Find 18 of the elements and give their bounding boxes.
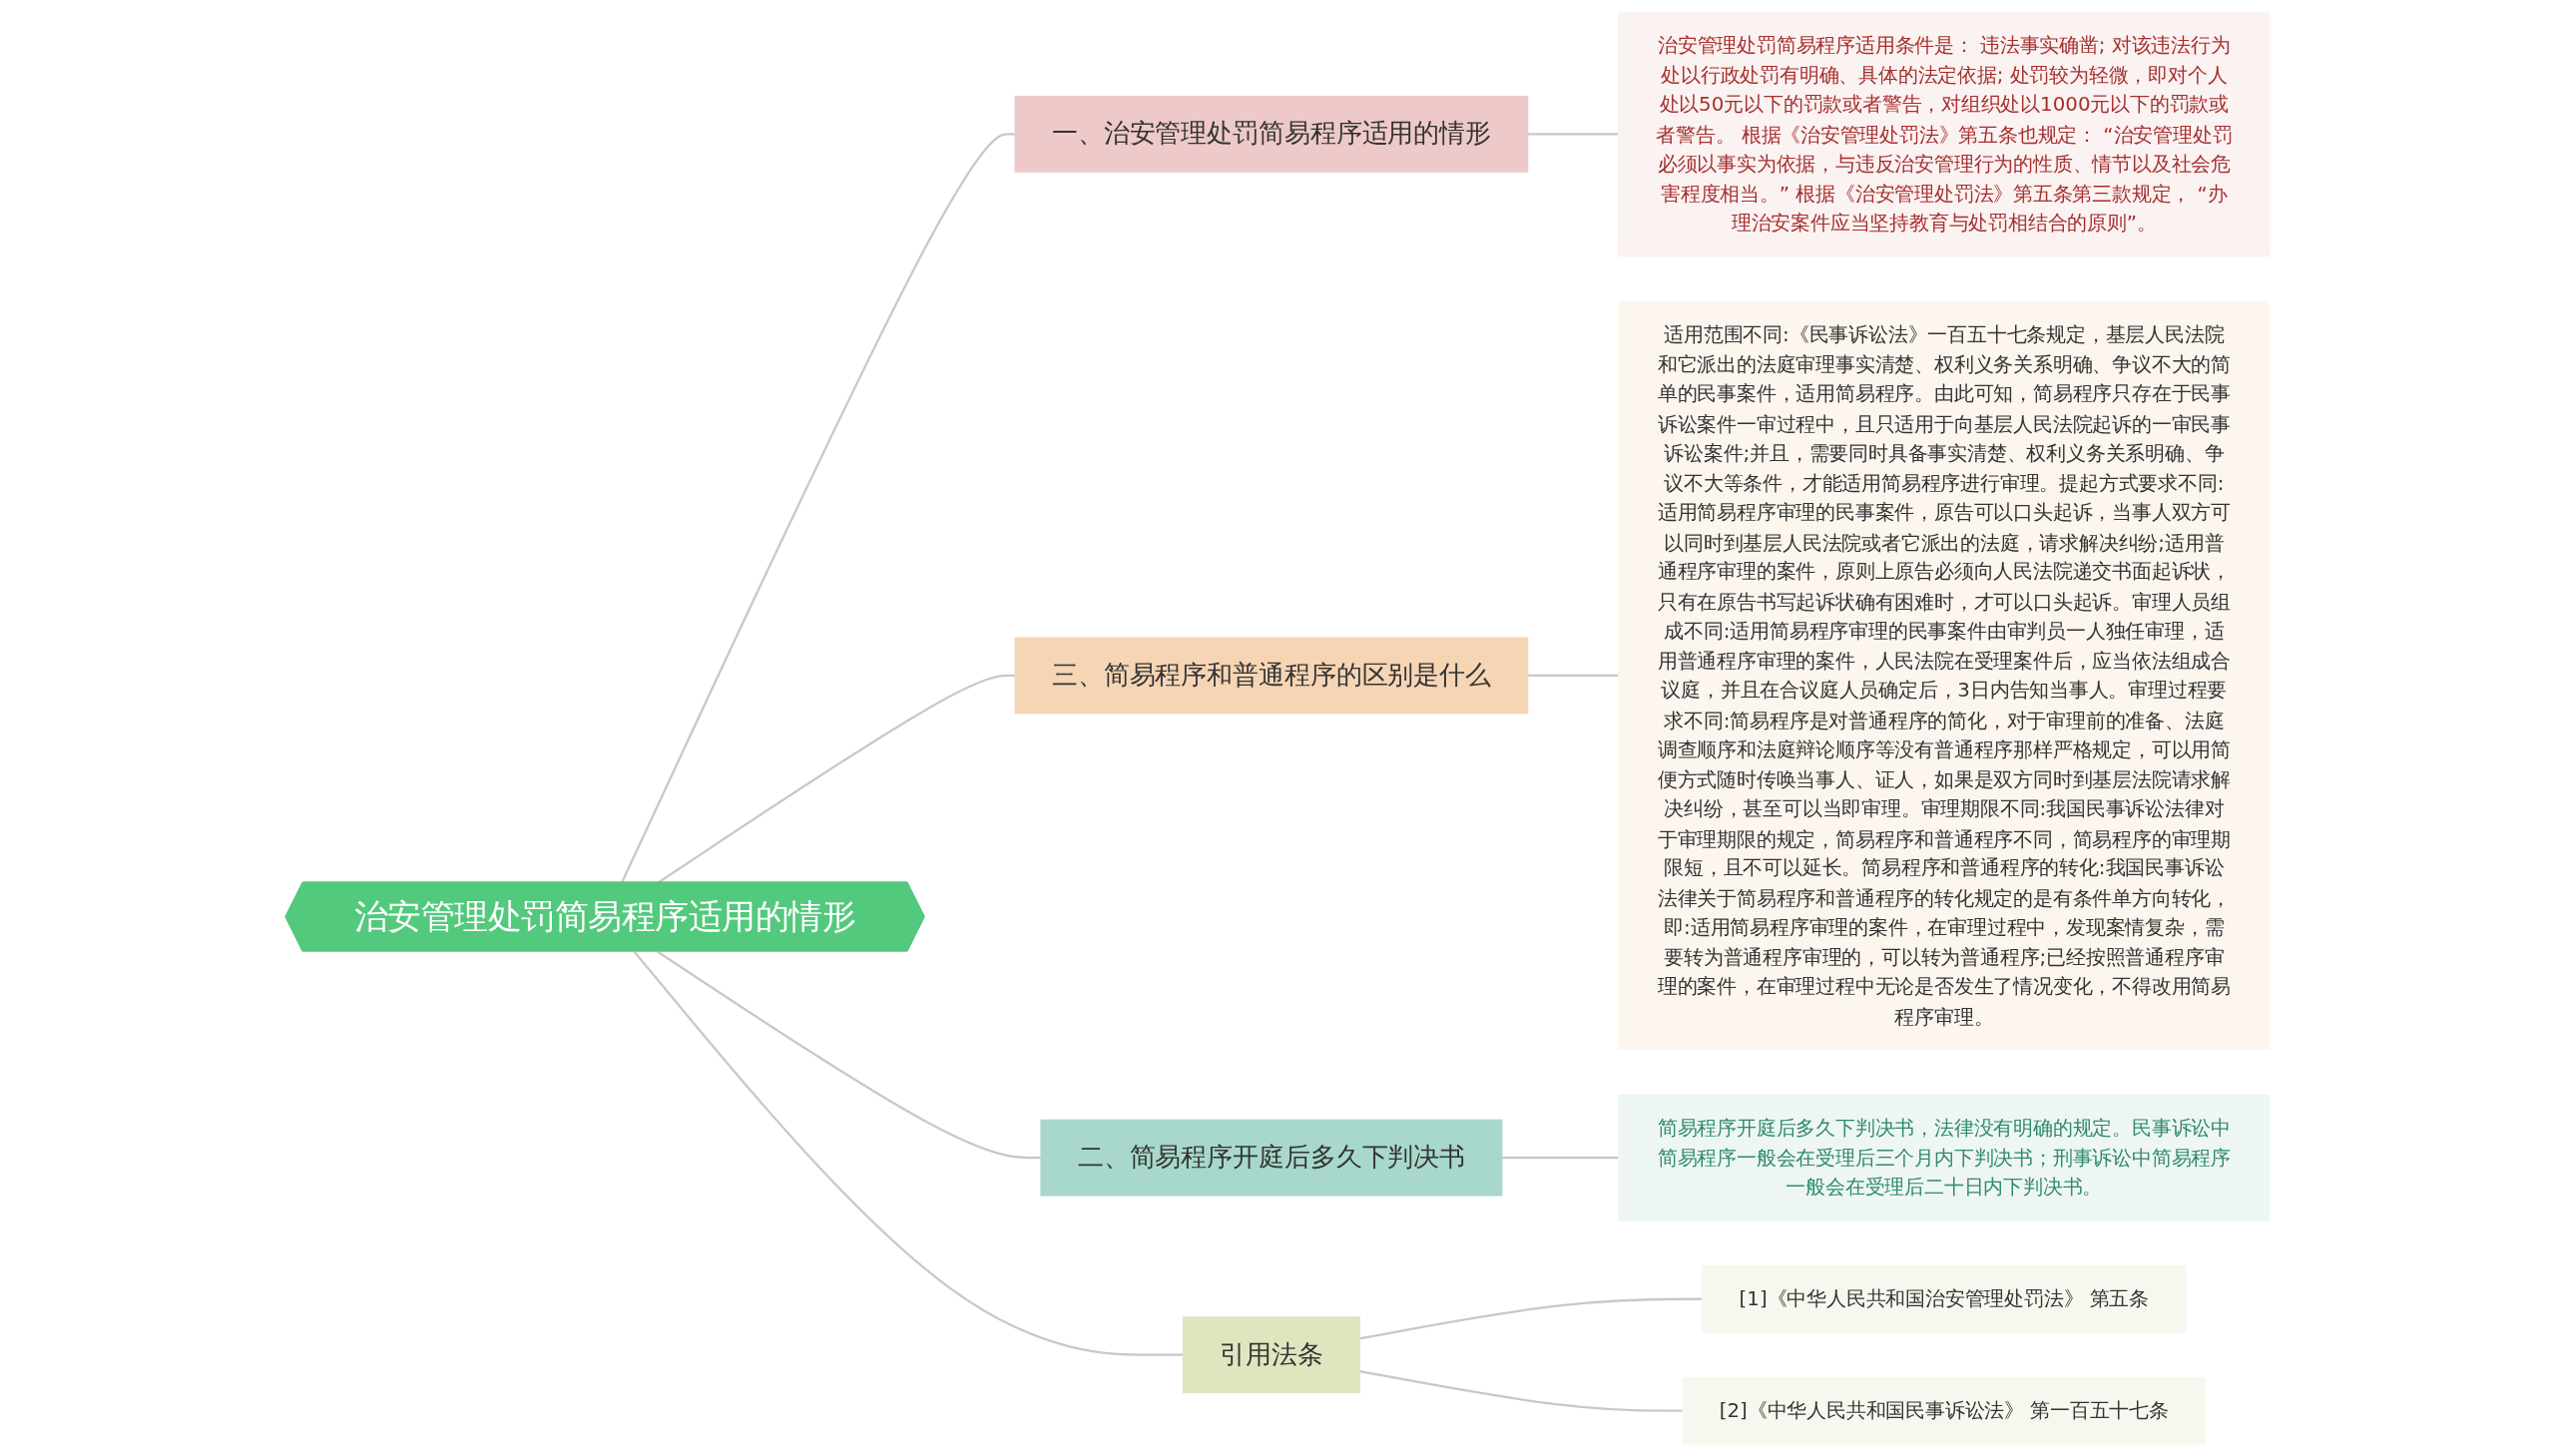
- connector: [1359, 1297, 1703, 1340]
- node-box: 二、简易程序开庭后多久下判决书: [1040, 1119, 1503, 1197]
- connector: [633, 950, 1184, 1356]
- node-box: 治安管理处罚简易程序适用条件是： 违法事实确凿; 对该违法行为处以行政处罚有明确、具体的法定依据; 处罚较为轻微，即对个人处以50元以下的罚款或者警告，对组织处以1000元以下的罚款或者警告。 根据《治安管理处罚法》第五条也规定： “治安管理处罚必须以事实为依据，与违反治安管理行为的性质、情节以及社会危害程度相当。” 根据《治安管理处罚法》第五条第三款规定， “办理治安案件应当坚持教育与处罚相结合的原则”。: [1618, 11, 2271, 257]
- node-box: 三、简易程序和普通程序的区别是什么: [1014, 637, 1529, 715]
- connector: [657, 674, 1016, 884]
- connector: [1501, 1156, 1619, 1160]
- connector: [620, 133, 1016, 884]
- node-box: 引用法条: [1182, 1316, 1360, 1394]
- node-box: [2]《中华人民共和国民事诉讼法》 第一百五十七条: [1682, 1376, 2207, 1445]
- node-box: 简易程序开庭后多久下判决书，法律没有明确的规定。民事诉讼中简易程序一般会在受理后三个月内下判决书；刑事诉讼中简易程序一般会在受理后二十日内下判决书。: [1618, 1094, 2271, 1221]
- node-box: [1]《中华人民共和国治安管理处罚法》 第五条: [1702, 1264, 2187, 1333]
- connector: [1527, 674, 1619, 678]
- node-box: 适用范围不同:《民事诉讼法》一百五十七条规定，基层人民法院和它派出的法庭审理事实清楚、权利义务关系明确、争议不大的简单的民事案件，适用简易程序。由此可知，简易程序只存在于民事诉讼案件一审过程中，且只适用于向基层人民法院起诉的一审民事诉讼案件;并且，需要同时具备事实清楚、权利义务关系明确、争议不大等条件，才能适用简易程序进行审理。提起方式要求不同:适用简易程序审理的民事案件，原告可以口头起诉，当事人双方可以同时到基层人民法院或者它派出的法庭，请求解决纠纷;适用普通程序审理的案件，原则上原告必须向人民法院递交书面起诉状，只有在原告书写起诉状确有困难时，才可以口头起诉。审理人员组成不同:适用简易程序审理的民事案件由审判员一人独任审理，适用普通程序审理的案件，人民法院在受理案件后，应当依法组成合议庭，并且在合议庭人员确定后，3日内告知当事人。审理过程要求不同:简易程序是对普通程序的简化，对于审理前的准备、法庭调查顺序和法庭辩论顺序等没有普通程序那样严格规定，可以用简便方式随时传唤当事人、证人，如果是双方同时到基层法院请求解决纠纷，甚至可以当即审理。审理期限不同:我国民事诉讼法律对于审理期限的规定，简易程序和普通程序不同，简易程序的审理期限短，且不可以延长。简易程序和普通程序的转化:我国民事诉讼法律关于简易程序和普通程序的转化规定的是有条件单方向转化，即:适用简易程序审理的案件，在审理过程中，发现案情复杂，需要转为普通程序审理的，可以转为普通程序;已经按照普通程序审理的案件，在审理过程中无论是否发生了情况变化，不得改用简易程序审理。: [1618, 300, 2271, 1051]
- connector: [1527, 133, 1619, 136]
- node-box: 一、治安管理处罚简易程序适用的情形: [1014, 95, 1529, 173]
- connector: [1359, 1369, 1684, 1412]
- connector: [657, 950, 1042, 1160]
